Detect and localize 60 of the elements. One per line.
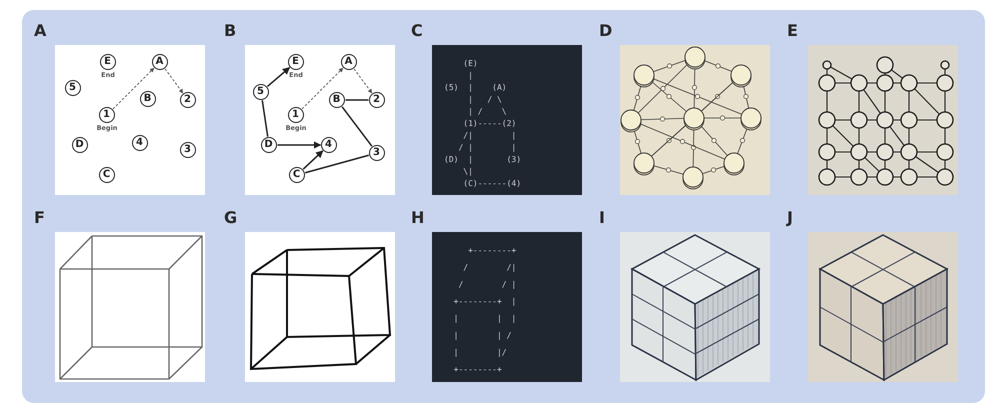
panel-letter: F — [34, 208, 45, 227]
node-circle: 3 — [180, 142, 196, 158]
node-circle: A — [152, 54, 168, 70]
ascii-art-line: +--------+ | — [452, 297, 516, 306]
panel-letter: G — [224, 208, 238, 227]
ascii-art-line: / /| — [462, 263, 516, 272]
ascii-art-line: /| | — [462, 131, 516, 140]
ascii-art-line: (C)------(4) — [462, 179, 522, 188]
node-circle: 2 — [180, 92, 196, 108]
ascii-art-line: (D) | (3) — [444, 155, 522, 164]
arrow — [278, 141, 322, 149]
node-circle: C — [288, 166, 304, 182]
connector-line — [342, 106, 372, 147]
connector-line — [346, 99, 368, 101]
panel-letter: C — [411, 21, 423, 40]
ascii-art-line: +--------+ — [467, 246, 516, 255]
node-circle: C — [98, 166, 114, 182]
panel-letter: E — [787, 21, 798, 40]
node-circle: 3 — [368, 144, 384, 160]
node-circle: 1 — [288, 106, 304, 122]
node-circle: B — [140, 90, 156, 106]
panel-letter: J — [787, 208, 793, 227]
ascii-art-line: / | | — [457, 143, 516, 152]
ascii-art-line: (1)-----(2) — [462, 119, 516, 128]
ascii-art-line: (5) | (A) — [444, 83, 507, 92]
node-circle: D — [72, 136, 88, 152]
ascii-art-line: | / \ — [467, 95, 502, 104]
arrow — [354, 68, 372, 94]
node-circle: B — [328, 92, 344, 108]
node-circle: 4 — [132, 134, 148, 150]
panel-letter: B — [224, 21, 236, 40]
panel-letter: D — [599, 21, 612, 40]
arrow — [266, 66, 290, 88]
ascii-art-line: +--------+ — [452, 365, 502, 374]
node-circle: 4 — [320, 136, 336, 152]
node-circle: 5 — [64, 80, 80, 96]
connector-line — [262, 100, 268, 137]
node-circle: E — [100, 54, 116, 70]
ascii-art-line: | | | — [452, 314, 516, 323]
node-circle: A — [340, 54, 356, 70]
ascii-art-line: | |/ — [452, 348, 507, 357]
panel-letter: A — [34, 21, 46, 40]
ascii-art-line: | / \ — [467, 107, 507, 116]
ascii-art-line: | | / — [452, 331, 512, 340]
arrow — [302, 68, 344, 110]
node-circle: E — [288, 54, 304, 70]
connector-line — [305, 154, 369, 174]
node-circle: 2 — [368, 92, 384, 108]
node-circle: 1 — [98, 106, 114, 122]
ascii-art-line: \| — [462, 167, 473, 176]
node-circle: D — [260, 136, 276, 152]
arrow — [112, 68, 154, 110]
ascii-art-line: / / | — [457, 280, 516, 289]
arrow — [164, 68, 184, 94]
panel-letter: H — [411, 208, 424, 227]
ascii-art-line: (E) — [462, 59, 478, 68]
arrow — [302, 150, 324, 170]
panel-letter: I — [599, 208, 605, 227]
node-circle: 5 — [252, 84, 268, 100]
ascii-art-line: | — [467, 71, 473, 80]
